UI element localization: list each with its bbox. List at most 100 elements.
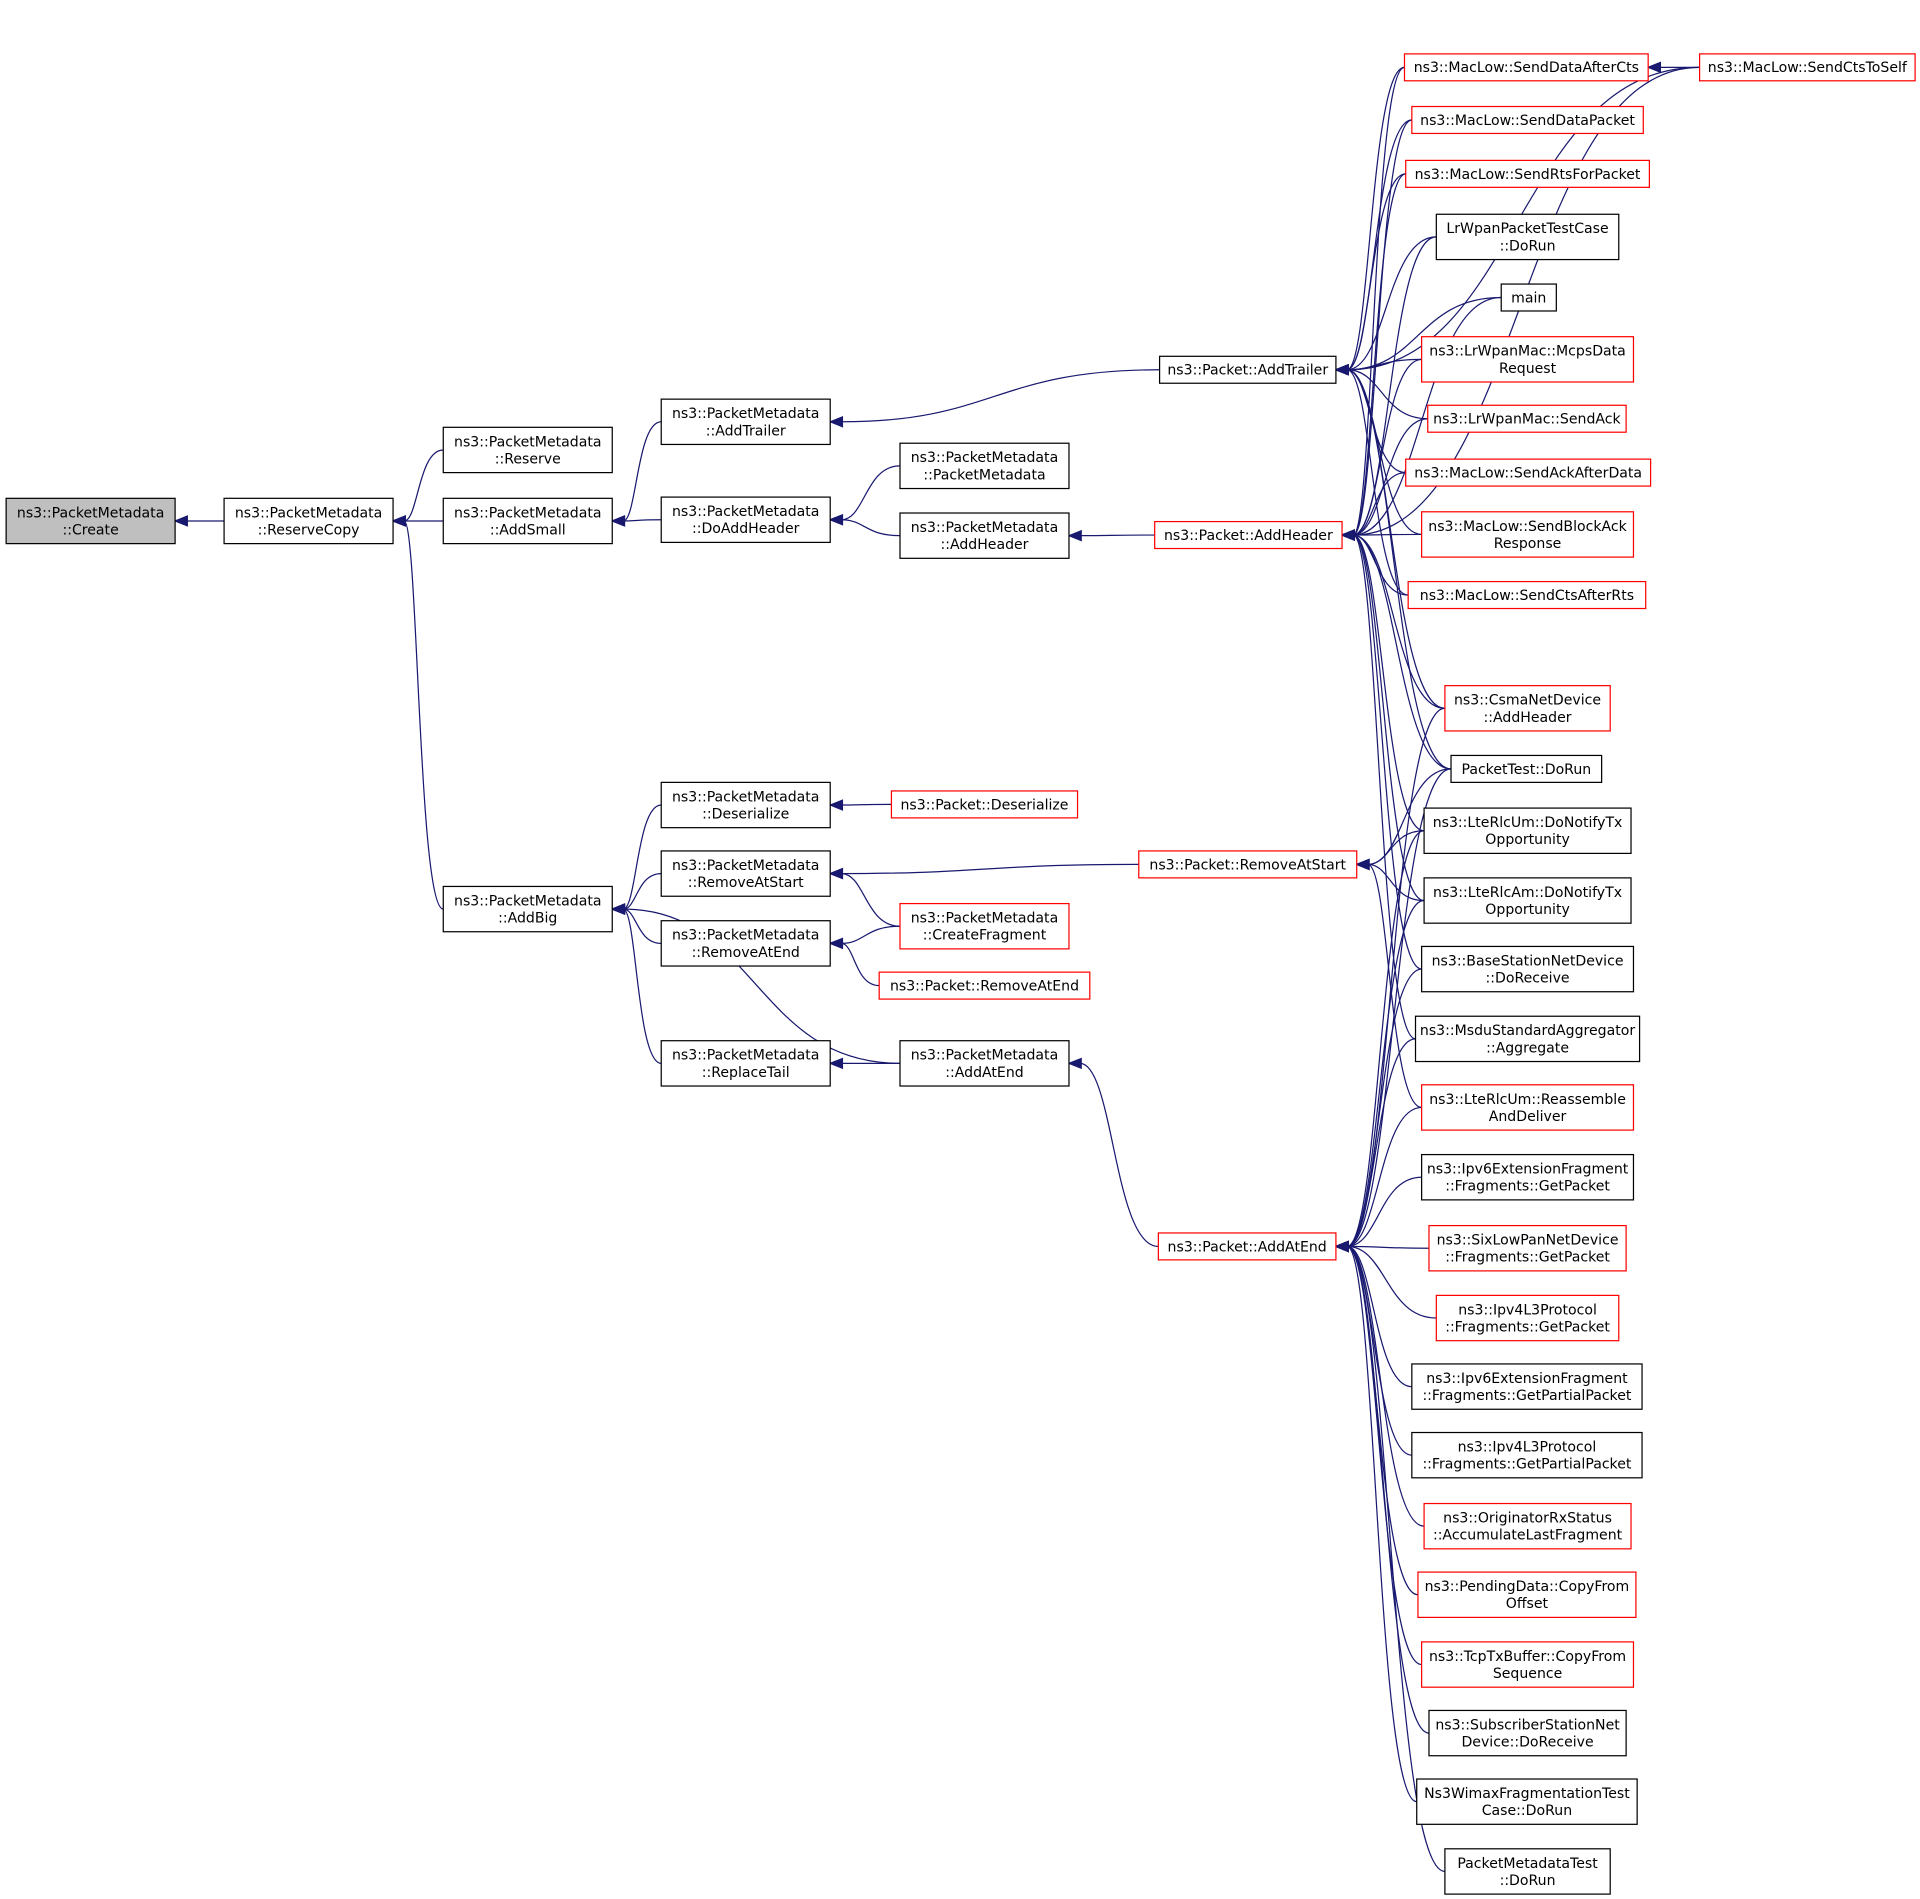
node-pm_createfragment[interactable]: ns3::PacketMetadata::CreateFragment — [899, 902, 1070, 950]
node-label: ns3::PacketMetadata — [17, 505, 164, 521]
edge-reassemble-to-p_removeatstart — [1367, 863, 1422, 1109]
node-label: ::AddAtEnd — [945, 1065, 1023, 1081]
node-addbig[interactable]: ns3::PacketMetadata::AddBig — [442, 885, 613, 933]
node-lrwpantest[interactable]: LrWpanPacketTestCase::DoRun — [1435, 213, 1620, 261]
arrowhead-icon — [828, 1057, 844, 1070]
node-csmaaddheader[interactable]: ns3::CsmaNetDevice::AddHeader — [1444, 685, 1611, 732]
node-label: ns3::CsmaNetDevice — [1454, 693, 1601, 709]
node-label: Case::DoRun — [1482, 1803, 1572, 1819]
node-label: Device::DoReceive — [1461, 1735, 1593, 1751]
node-label: ns3::PacketMetadata — [235, 505, 382, 521]
node-pm_replacetail[interactable]: ns3::PacketMetadata::ReplaceTail — [660, 1040, 831, 1087]
node-sendctstoself[interactable]: ns3::MacLow::SendCtsToSelf — [1698, 53, 1916, 82]
node-label: ::Fragments::GetPacket — [1445, 1179, 1610, 1195]
node-reservecopy[interactable]: ns3::PacketMetadata::ReserveCopy — [223, 497, 394, 545]
node-ipv6partial[interactable]: ns3::Ipv6ExtensionFragment::Fragments::G… — [1411, 1363, 1643, 1410]
node-box — [1423, 1502, 1632, 1550]
edge-ipv6getpacket-to-p_addatend — [1346, 1176, 1422, 1248]
node-label: ns3::PendingData::CopyFrom — [1425, 1579, 1630, 1595]
node-label: ns3::LrWpanMac::McpsData — [1429, 344, 1626, 360]
node-p_addheader[interactable]: ns3::Packet::AddHeader — [1154, 520, 1343, 550]
node-label: ns3::Ipv6ExtensionFragment — [1427, 1162, 1629, 1178]
node-box — [1411, 105, 1644, 135]
node-label: ns3::LteRlcUm::DoNotifyTx — [1433, 815, 1623, 831]
node-pm_addatend[interactable]: ns3::PacketMetadata::AddAtEnd — [899, 1040, 1070, 1087]
node-lrsendack[interactable]: ns3::LrWpanMac::SendAck — [1427, 404, 1627, 433]
node-ipv4partial[interactable]: ns3::Ipv4L3Protocol::Fragments::GetParti… — [1411, 1431, 1643, 1479]
node-box — [899, 902, 1070, 950]
node-label: ::DoRun — [1500, 238, 1556, 254]
node-senddataaftercts[interactable]: ns3::MacLow::SendDataAfterCts — [1403, 53, 1649, 82]
node-label: ns3::MacLow::SendBlockAck — [1428, 519, 1627, 535]
node-box — [1411, 1363, 1643, 1410]
node-box — [1417, 1571, 1637, 1619]
node-box — [660, 496, 831, 544]
node-p_removeatstart[interactable]: ns3::Packet::RemoveAtStart — [1138, 850, 1358, 879]
node-sendackafterdata[interactable]: ns3::MacLow::SendAckAfterData — [1405, 458, 1652, 487]
node-create[interactable]: ns3::PacketMetadata::Create — [5, 497, 176, 545]
edge-reserve-to-reservecopy — [403, 449, 444, 522]
node-basestation[interactable]: ns3::BaseStationNetDevice::DoReceive — [1421, 945, 1635, 993]
node-addsmall[interactable]: ns3::PacketMetadata::AddSmall — [442, 497, 613, 545]
node-label: ns3::MacLow::SendRtsForPacket — [1415, 167, 1641, 183]
node-label: ns3::PacketMetadata — [911, 1048, 1058, 1064]
node-label: ns3::MsduStandardAggregator — [1420, 1023, 1635, 1039]
node-label: ::AddSmall — [490, 522, 566, 538]
edge-packettest-to-p_addheader — [1353, 534, 1452, 770]
node-sendctsafterrts[interactable]: ns3::MacLow::SendCtsAfterRts — [1407, 580, 1647, 610]
node-p_addatend[interactable]: ns3::Packet::AddAtEnd — [1157, 1232, 1337, 1261]
edge-pm_addtrailer-to-addsmall — [622, 421, 662, 522]
node-label: ns3::MacLow::SendAckAfterData — [1414, 466, 1642, 482]
node-p_deserialize[interactable]: ns3::Packet::Deserialize — [890, 790, 1079, 819]
node-main[interactable]: main — [1500, 283, 1557, 312]
node-pm_deserialize[interactable]: ns3::PacketMetadata::Deserialize — [660, 781, 831, 829]
node-packettest[interactable]: PacketTest::DoRun — [1450, 754, 1603, 783]
node-pm_removeatend[interactable]: ns3::PacketMetadata::RemoveAtEnd — [660, 920, 831, 967]
node-senddatapacket[interactable]: ns3::MacLow::SendDataPacket — [1411, 105, 1644, 135]
node-label: ns3::PacketMetadata — [911, 450, 1058, 466]
node-label: ns3::Ipv4L3Protocol — [1458, 1302, 1597, 1318]
node-box — [660, 920, 831, 967]
node-label: ::AddHeader — [940, 537, 1028, 553]
arrowhead-icon — [1067, 529, 1082, 542]
node-box — [1405, 159, 1650, 188]
edge-pendingdata-to-p_addatend — [1346, 1245, 1419, 1596]
node-ipv6getpacket[interactable]: ns3::Ipv6ExtensionFragment::Fragments::G… — [1421, 1153, 1635, 1201]
edge-pm_doaddheader-to-addsmall — [623, 519, 662, 522]
node-sendrtsforpacket[interactable]: ns3::MacLow::SendRtsForPacket — [1405, 159, 1650, 188]
node-label: ::ReplaceTail — [702, 1065, 790, 1081]
node-label: ns3::PacketMetadata — [672, 928, 819, 944]
node-label: ns3::PacketMetadata — [454, 893, 601, 909]
node-msduagg[interactable]: ns3::MsduStandardAggregator::Aggregate — [1414, 1015, 1641, 1063]
node-label: ns3::PacketMetadata — [911, 911, 1058, 927]
node-label: ns3::BaseStationNetDevice — [1432, 953, 1624, 969]
node-pm_doaddheader[interactable]: ns3::PacketMetadata::DoAddHeader — [660, 496, 831, 544]
node-ipv4getpacket[interactable]: ns3::Ipv4L3Protocol::Fragments::GetPacke… — [1435, 1294, 1620, 1342]
node-pm_removeatstart[interactable]: ns3::PacketMetadata::RemoveAtStart — [660, 850, 831, 897]
node-label: ::Create — [62, 522, 118, 538]
node-label: ::Fragments::GetPartialPacket — [1422, 1388, 1631, 1404]
node-reserve[interactable]: ns3::PacketMetadata::Reserve — [442, 426, 613, 474]
node-pm_addtrailer[interactable]: ns3::PacketMetadata::AddTrailer — [660, 398, 831, 446]
node-pm_addheader[interactable]: ns3::PacketMetadata::AddHeader — [899, 512, 1070, 559]
node-label: LrWpanPacketTestCase — [1446, 221, 1608, 237]
node-p_removeatend[interactable]: ns3::Packet::RemoveAtEnd — [878, 971, 1091, 1000]
node-label: ns3::Packet::RemoveAtEnd — [890, 979, 1079, 995]
node-subscriber[interactable]: ns3::SubscriberStationNetDevice::DoRecei… — [1428, 1709, 1627, 1757]
node-pmtest[interactable]: PacketMetadataTest::DoRun — [1444, 1848, 1611, 1895]
node-sixlowpan[interactable]: ns3::SixLowPanNetDevice::Fragments::GetP… — [1428, 1224, 1627, 1272]
node-p_addtrailer[interactable]: ns3::Packet::AddTrailer — [1158, 355, 1337, 384]
node-box — [878, 971, 1091, 1000]
node-label: ns3::PacketMetadata — [911, 520, 1058, 536]
node-label: ::PacketMetadata — [923, 467, 1045, 483]
node-originator[interactable]: ns3::OriginatorRxStatus::AccumulateLastF… — [1423, 1502, 1632, 1550]
node-pm_packetmetadata[interactable]: ns3::PacketMetadata::PacketMetadata — [899, 442, 1070, 490]
